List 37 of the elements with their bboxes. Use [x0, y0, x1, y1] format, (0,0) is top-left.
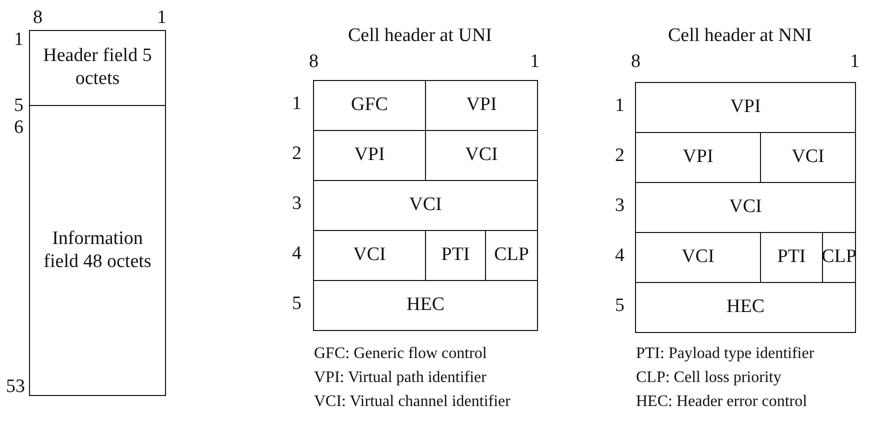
header-field: VCI [635, 182, 856, 233]
row-number: 5 [615, 296, 624, 315]
row-number: 1 [14, 30, 24, 49]
row-number: 4 [615, 246, 624, 265]
abbreviation-note: VCI: Virtual channel identifier [314, 394, 510, 410]
row-number: 1 [292, 94, 302, 113]
abbreviation-note: HEC: Header error control [636, 394, 808, 410]
header-field: VPI [425, 80, 538, 131]
table-title: Cell header at UNI [346, 25, 494, 47]
row-number: 5 [14, 96, 24, 115]
row-number: 4 [292, 244, 302, 263]
row-number: 2 [292, 144, 302, 163]
header-field: VPI [635, 82, 856, 133]
bit-number: 8 [631, 52, 640, 71]
header-field: HEC [635, 282, 856, 333]
header-field: GFC [313, 80, 426, 131]
header-field: HEC [313, 280, 538, 331]
row-number: 2 [615, 146, 624, 165]
bit-number: 1 [530, 52, 540, 71]
table-title: Cell header at NNI [666, 25, 814, 47]
header-field: VCI [313, 180, 538, 231]
row-number: 3 [292, 194, 302, 213]
row-number: 5 [292, 294, 302, 313]
bit-number: 1 [157, 8, 166, 27]
abbreviation-note: VPI: Virtual path identifier [314, 370, 486, 386]
information-field: Information field 48 octets [29, 105, 166, 396]
header-field: CLP [822, 232, 856, 283]
row-number: 53 [6, 377, 25, 396]
abbreviation-note: CLP: Cell loss priority [636, 370, 782, 386]
abbreviation-note: GFC: Generic flow control [314, 346, 487, 362]
row-number: 3 [615, 196, 624, 215]
row-number: 6 [14, 118, 24, 137]
bit-number: 8 [309, 52, 318, 71]
row-number: 1 [615, 96, 624, 115]
bit-number: 8 [33, 8, 42, 27]
header-field: Header field 5 octets [29, 30, 166, 106]
bit-number: 1 [850, 52, 860, 71]
